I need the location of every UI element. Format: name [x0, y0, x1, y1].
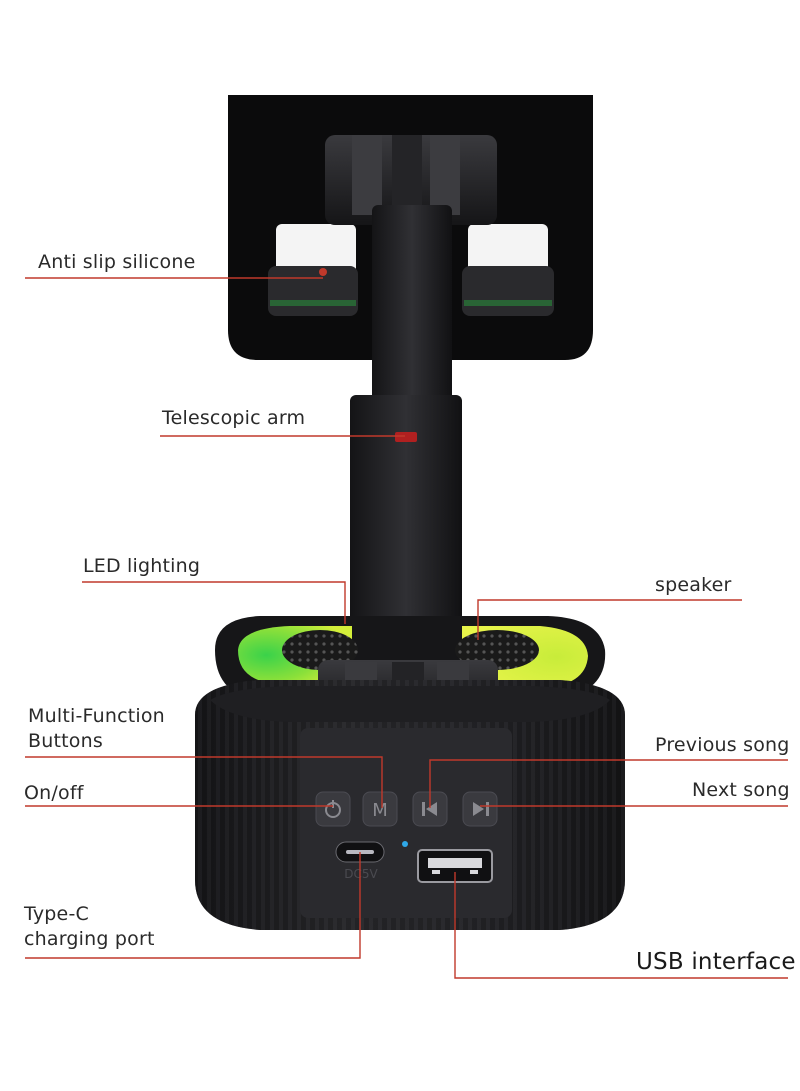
label-on-off: On/off [24, 782, 84, 804]
label-previous-song: Previous song [655, 734, 790, 756]
label-led-lighting: LED lighting [83, 555, 201, 577]
callout-line-led [82, 581, 346, 624]
port-marking: DC5V [344, 867, 378, 881]
mode-button-letter: M [372, 800, 388, 821]
callout-line-speaker [477, 599, 742, 640]
label-anti-slip-silicone: Anti slip silicone [38, 251, 196, 273]
previous-button[interactable] [412, 791, 448, 827]
callout-line-previous [429, 759, 788, 808]
indicator-led [402, 841, 408, 847]
callout-line-multi-function [25, 756, 383, 808]
mode-button[interactable]: M [362, 791, 398, 827]
callout-line-usb [454, 872, 788, 979]
upper-arm [372, 205, 452, 410]
label-multi-function-buttons: Multi-Function Buttons [28, 705, 165, 752]
label-type-c-charging-port: Type-C charging port [24, 903, 155, 950]
base-cylinder [195, 680, 625, 930]
callout-lines [25, 268, 788, 979]
callout-line-type-c [25, 852, 361, 959]
label-next-song: Next song [692, 779, 790, 801]
telescopic-arm [350, 395, 462, 665]
power-button[interactable] [315, 791, 351, 827]
next-button[interactable] [462, 791, 498, 827]
base-top [215, 616, 606, 720]
label-telescopic-arm: Telescopic arm [162, 407, 306, 429]
label-speaker: speaker [655, 574, 732, 596]
label-usb-interface: USB interface [636, 949, 796, 975]
